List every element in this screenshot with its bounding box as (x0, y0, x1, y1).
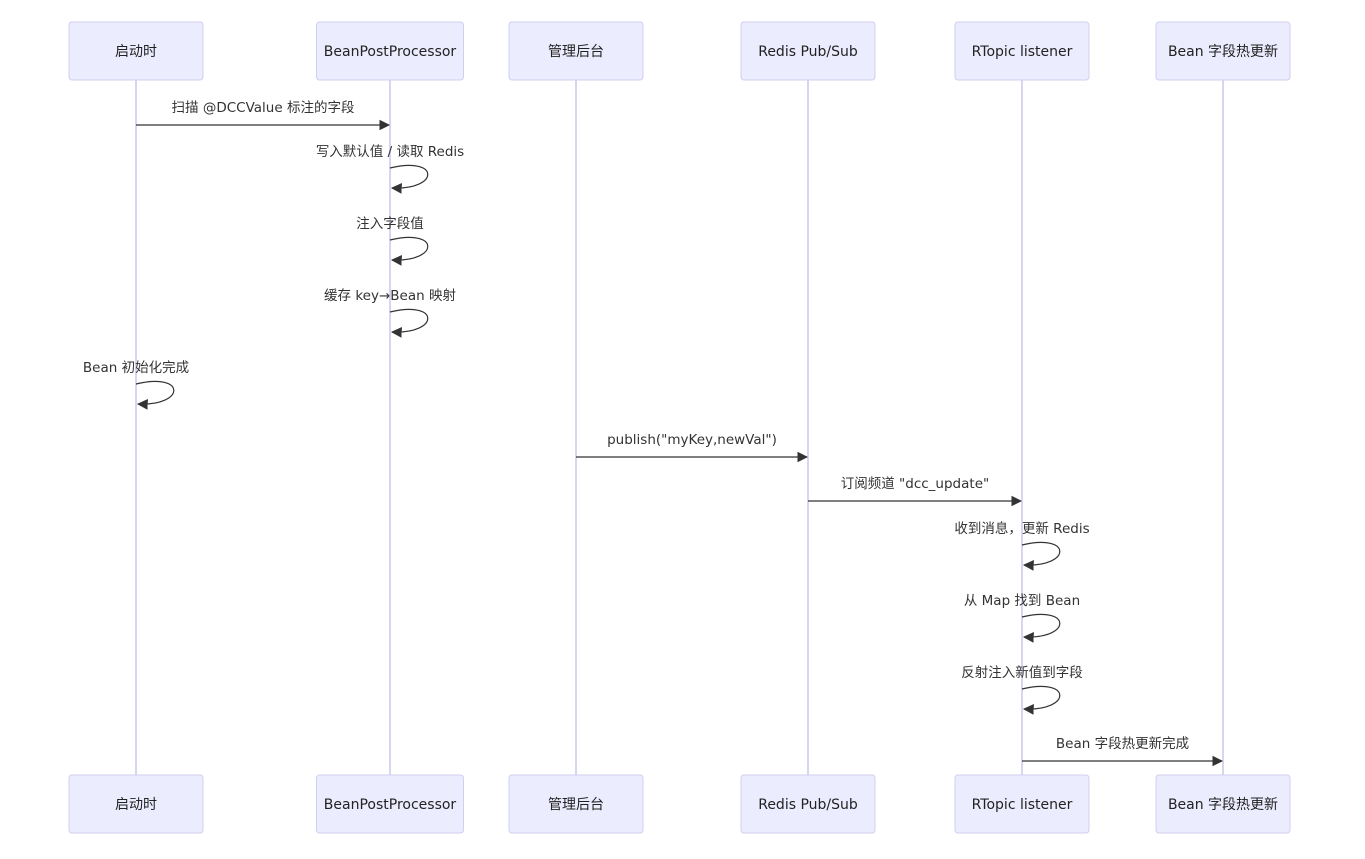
participant-label: 启动时 (115, 797, 157, 813)
participant-top-bean[interactable]: Bean 字段热更新 (1155, 21, 1291, 81)
participant-top-redis[interactable]: Redis Pub/Sub (740, 21, 876, 81)
participant-box (316, 21, 464, 81)
message-label: 写入默认值 / 读取 Redis (316, 144, 464, 160)
participant-bottom-rtopic[interactable]: RTopic listener (954, 774, 1090, 834)
participant-label: 启动时 (115, 44, 157, 60)
self-message-arrow (389, 164, 429, 194)
message-label: 缓存 key→Bean 映射 (324, 288, 456, 304)
participant-top-rtopic[interactable]: RTopic listener (954, 21, 1090, 81)
message-label: Bean 字段热更新完成 (1056, 736, 1189, 752)
message-label: 从 Map 找到 Bean (964, 593, 1080, 609)
participant-box (68, 774, 204, 834)
message-10: 反射注入新值到字段 (961, 665, 1083, 715)
self-message-arrow (389, 236, 429, 266)
participant-box (316, 774, 464, 834)
message-3: 注入字段值 (356, 216, 429, 266)
participant-label: BeanPostProcessor (324, 44, 457, 60)
message-11: Bean 字段热更新完成 (1022, 736, 1224, 767)
message-label: Bean 初始化完成 (83, 359, 189, 376)
message-label: 注入字段值 (356, 216, 424, 232)
participant-bottom-redis[interactable]: Redis Pub/Sub (740, 774, 876, 834)
participant-bottom-admin[interactable]: 管理后台 (508, 774, 644, 834)
message-label: 收到消息，更新 Redis (954, 520, 1089, 537)
participant-box (954, 21, 1090, 81)
self-message-arrow (1021, 541, 1061, 571)
participant-box (1155, 21, 1291, 81)
message-label: publish("myKey,newVal") (607, 432, 777, 448)
participant-box (508, 21, 644, 81)
message-label: 扫描 @DCCValue 标注的字段 (172, 100, 355, 116)
participant-label: RTopic listener (972, 797, 1073, 813)
message-5: Bean 初始化完成 (83, 359, 189, 410)
participant-label: 管理后台 (548, 44, 604, 60)
lifelines (135, 80, 1224, 775)
participant-label: RTopic listener (972, 44, 1073, 60)
message-9: 从 Map 找到 Bean (964, 593, 1080, 643)
participant-box (740, 21, 876, 81)
participant-bottom-bpp[interactable]: BeanPostProcessor (316, 774, 464, 834)
self-message-arrow (1021, 613, 1061, 643)
participant-top-bpp[interactable]: BeanPostProcessor (316, 21, 464, 81)
message-2: 写入默认值 / 读取 Redis (316, 144, 464, 194)
self-message-arrow (1021, 685, 1061, 715)
message-label: 订阅频道 "dcc_update" (841, 476, 989, 492)
message-1: 扫描 @DCCValue 标注的字段 (136, 100, 391, 131)
participant-top-startup[interactable]: 启动时 (68, 21, 204, 81)
message-label: 反射注入新值到字段 (961, 665, 1083, 681)
self-message-arrow (389, 308, 429, 338)
participant-label: Bean 字段热更新 (1168, 797, 1278, 813)
participant-box (508, 774, 644, 834)
participant-box (1155, 774, 1291, 834)
participant-label: Redis Pub/Sub (758, 44, 858, 60)
participant-label: 管理后台 (548, 797, 604, 813)
participant-label: Redis Pub/Sub (758, 797, 858, 813)
participant-label: Bean 字段热更新 (1168, 44, 1278, 60)
message-7: 订阅频道 "dcc_update" (808, 476, 1023, 507)
self-message-arrow (135, 380, 175, 410)
message-8: 收到消息，更新 Redis (954, 520, 1090, 571)
participant-bottom-startup[interactable]: 启动时 (68, 774, 204, 834)
participants: 启动时启动时BeanPostProcessorBeanPostProcessor… (68, 21, 1291, 834)
participant-box (954, 774, 1090, 834)
participant-bottom-bean[interactable]: Bean 字段热更新 (1155, 774, 1291, 834)
message-6: publish("myKey,newVal") (576, 432, 809, 463)
participant-top-admin[interactable]: 管理后台 (508, 21, 644, 81)
participant-box (68, 21, 204, 81)
participant-box (740, 774, 876, 834)
message-4: 缓存 key→Bean 映射 (324, 288, 456, 338)
participant-label: BeanPostProcessor (324, 797, 457, 813)
